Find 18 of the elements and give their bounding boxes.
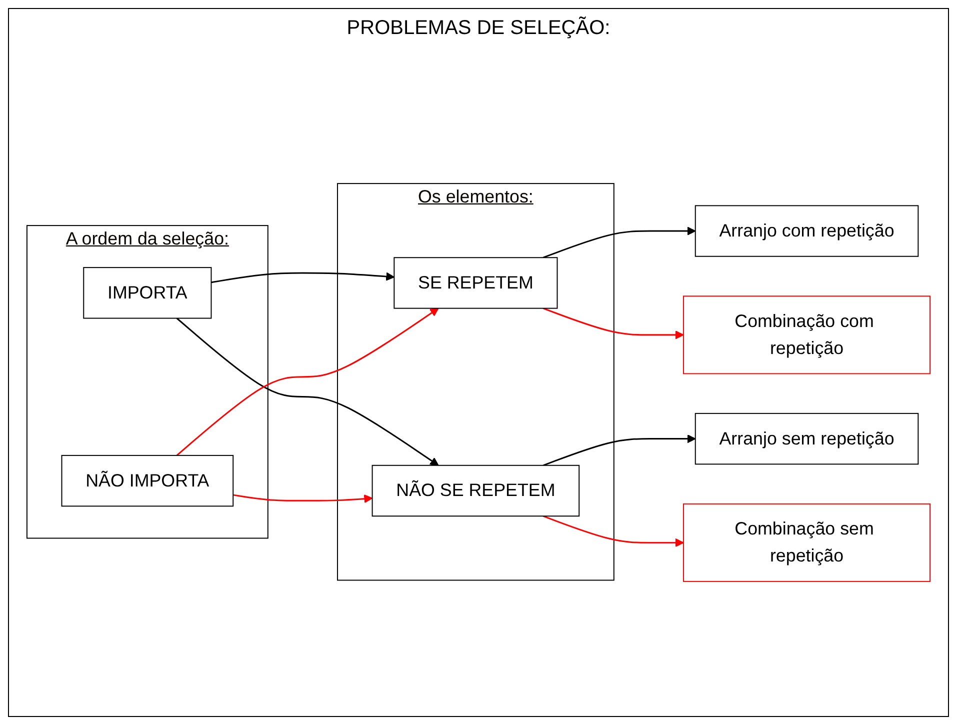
- page-frame: PROBLEMAS DE SELEÇÃO: Os elementos: A ordem da seleção: IMPORTA NÃO IMPORTA SE REPETEM NÃO SE REPETEM Arranjo com repetição Combinação com repetição Arranjo sem repetição Combinação sem repetição: [8, 8, 949, 717]
- arrow: [542, 434, 696, 466]
- arrow: [542, 226, 696, 258]
- node-box: [83, 267, 212, 319]
- arrow: [232, 494, 373, 504]
- arrow: [542, 308, 684, 340]
- node-box: [694, 412, 919, 465]
- node-box: [372, 464, 580, 517]
- arrow: [211, 272, 395, 284]
- cluster: [26, 225, 268, 539]
- cluster: [337, 183, 614, 581]
- node-box: [694, 205, 919, 257]
- arrow: [542, 515, 684, 548]
- node-box: [683, 296, 931, 374]
- node-box: [61, 454, 234, 507]
- node-box: [683, 503, 931, 582]
- title: PROBLEMAS DE SELEÇÃO:: [346, 17, 612, 40]
- node-box: [394, 257, 558, 309]
